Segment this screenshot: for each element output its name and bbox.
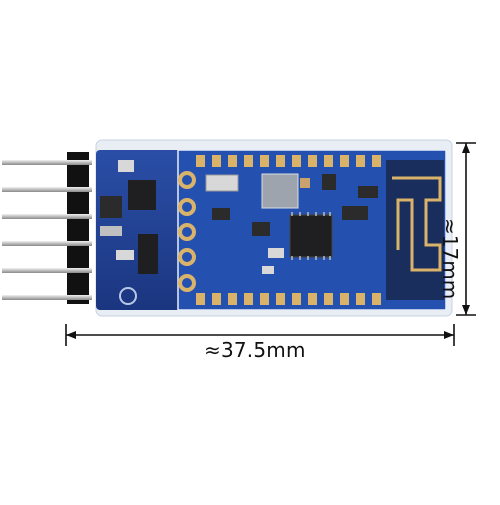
antenna-region xyxy=(386,160,444,300)
height-dimension-label: ≈17mm xyxy=(438,218,462,300)
width-dimension-label: ≈37.5mm xyxy=(204,338,306,362)
bottom-pads xyxy=(196,293,381,305)
smd-components xyxy=(205,174,378,274)
top-pads xyxy=(196,155,381,167)
pin-header xyxy=(67,152,89,304)
antenna-trace xyxy=(392,176,442,272)
height-arrow-bottom xyxy=(462,305,470,315)
height-arrow-top xyxy=(462,143,470,153)
crystal-oscillator xyxy=(261,173,299,209)
width-arrow-left xyxy=(66,331,76,339)
chip-leads xyxy=(291,212,331,260)
main-chip xyxy=(289,214,333,258)
header-pins xyxy=(2,160,92,300)
width-arrow-right xyxy=(444,331,454,339)
round-pads xyxy=(178,171,196,292)
carrier-components xyxy=(100,160,158,305)
